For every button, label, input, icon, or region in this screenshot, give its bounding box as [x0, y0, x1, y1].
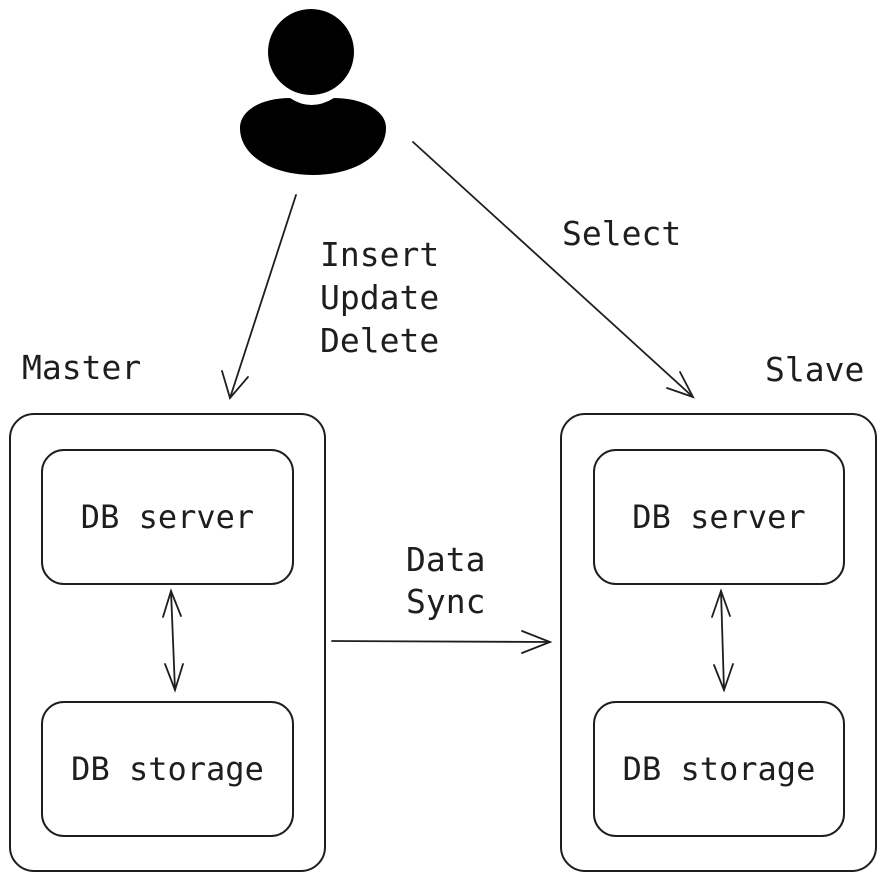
slave-db-storage-box — [593, 701, 845, 837]
master-container — [9, 413, 326, 872]
slave-server-storage-arrow — [711, 588, 734, 693]
write-arrow — [221, 194, 297, 400]
user-icon — [240, 9, 386, 175]
slave-db-server-text: DB server — [632, 498, 806, 536]
slave-db-server-box — [593, 449, 845, 585]
slave-label: Slave — [765, 350, 865, 389]
master-label: Master — [22, 348, 142, 387]
data-sync-label: Data Sync — [406, 539, 485, 623]
slave-db-storage-text: DB storage — [622, 750, 816, 788]
slave-container — [560, 413, 877, 872]
data-sync-arrow — [331, 630, 553, 654]
select-label: Select — [562, 214, 682, 253]
master-db-storage-box — [41, 701, 294, 837]
update-label: Update — [320, 278, 440, 317]
sync-label: Sync — [406, 582, 486, 621]
insert-label: Insert — [320, 235, 440, 274]
master-server-storage-arrow — [162, 588, 184, 693]
master-db-storage-text: DB storage — [71, 750, 264, 788]
master-db-server-text: DB server — [80, 498, 255, 536]
write-ops-label: Insert Update Delete — [320, 233, 439, 362]
master-db-server-box — [41, 449, 294, 585]
delete-label: Delete — [320, 321, 440, 360]
select-arrow — [412, 141, 695, 399]
data-label: Data — [406, 540, 486, 579]
